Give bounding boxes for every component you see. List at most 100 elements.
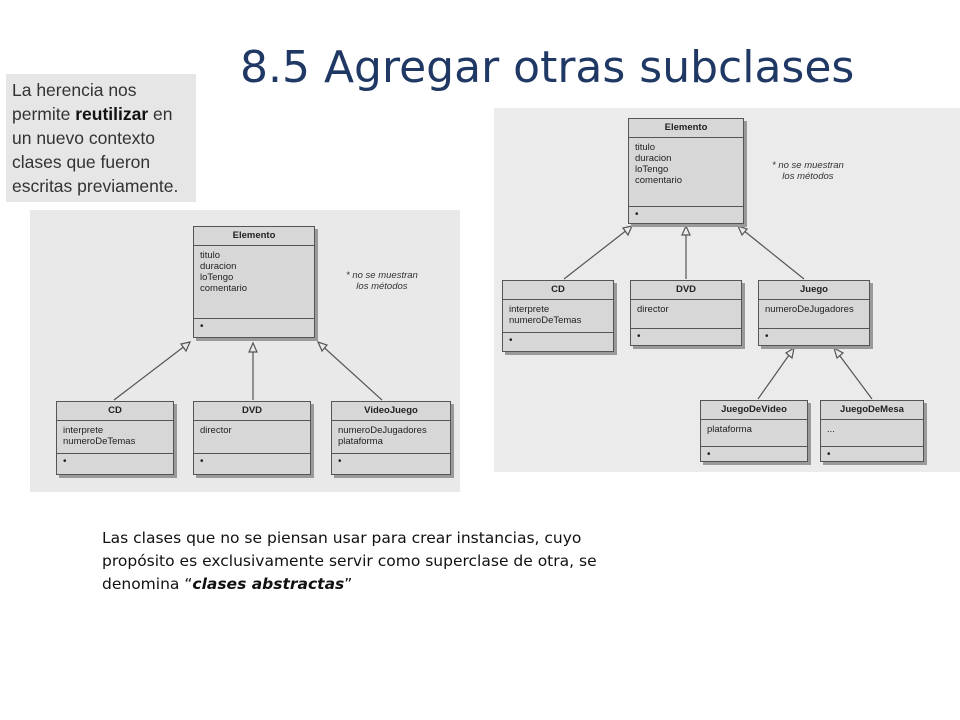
slide-title: 8.5 Agregar otras subclases (240, 42, 855, 93)
attr: comentario (200, 283, 247, 294)
class-attributes: numeroDeJugadores plataforma (332, 421, 450, 454)
attr: interprete (509, 304, 550, 315)
edge-videojuego-elemento (317, 341, 383, 401)
note-line-5: escritas previamente. (12, 176, 179, 196)
note-line-4: clases que fueron (12, 152, 151, 172)
attr: loTengo (200, 272, 234, 283)
attr: ... (827, 424, 835, 435)
attr: numeroDeJugadores (338, 425, 427, 436)
attr: numeroDeJugadores (765, 304, 854, 315)
class-dvd-left: DVD director • (193, 401, 311, 475)
note-methods-right: * no se muestran los métodos (772, 160, 844, 182)
class-juegodevideo-right: JuegoDeVideo plataforma • (700, 400, 808, 462)
arrowhead-juegodevideo (784, 346, 795, 360)
class-juegodemesa-right: JuegoDeMesa ... • (820, 400, 924, 462)
note-line-2-pre: permite (12, 104, 76, 124)
note-line-2-post: en (148, 104, 173, 124)
uml-diagram-left: Elemento titulo duracion loTengo comenta… (30, 210, 460, 492)
note-line: los métodos (356, 281, 408, 292)
class-elemento-left: Elemento titulo duracion loTengo comenta… (193, 226, 315, 338)
arrowhead-videojuego (316, 341, 329, 353)
class-videojuego-left: VideoJuego numeroDeJugadores plataforma … (331, 401, 451, 475)
class-attributes: titulo duracion loTengo comentario (194, 246, 314, 319)
class-dvd-right: DVD director • (630, 280, 742, 346)
edge-cd-elemento (113, 341, 191, 401)
class-attributes: interprete numeroDeTemas (503, 300, 613, 333)
class-attributes: titulo duracion loTengo comentario (629, 138, 743, 207)
class-name: JuegoDeVideo (701, 401, 807, 420)
attr: comentario (635, 175, 682, 186)
attr: titulo (635, 142, 656, 153)
note-line: * no se muestran (346, 270, 418, 281)
note-line: los métodos (782, 171, 834, 182)
class-name: Juego (759, 281, 869, 300)
class-methods: • (707, 449, 711, 460)
arrowhead-dvd (681, 224, 691, 236)
class-methods: • (827, 449, 831, 460)
uml-diagram-right: Elemento titulo duracion loTengo comenta… (494, 108, 960, 472)
attr: loTengo (635, 164, 669, 175)
class-methods: • (63, 456, 67, 467)
note-line: * no se muestran (772, 160, 844, 171)
paragraph-line-3: denomina “clases abstractas” (102, 573, 762, 596)
class-attributes: ... (821, 420, 923, 447)
class-name: DVD (194, 402, 310, 421)
note-line-2-bold: reutilizar (75, 104, 149, 124)
class-elemento-right: Elemento titulo duracion loTengo comenta… (628, 118, 744, 224)
note-line-1: La herencia nos (12, 80, 137, 100)
class-attributes: numeroDeJugadores (759, 300, 869, 329)
attr: duracion (635, 153, 672, 164)
note-line-2: permite reutilizar en (12, 104, 173, 125)
arrowhead-juegodemesa (833, 346, 845, 360)
class-methods: • (200, 321, 204, 332)
arrowhead-cd (179, 341, 192, 353)
abstract-classes-paragraph: Las clases que no se piensan usar para c… (102, 527, 762, 596)
class-name: DVD (631, 281, 741, 300)
attr: duracion (200, 261, 237, 272)
edge-juegodevideo-juego (757, 347, 795, 400)
attr: director (200, 425, 232, 436)
arrowhead-dvd (248, 341, 258, 353)
paragraph-line-3-post: ” (344, 575, 353, 593)
note-methods-left: * no se muestran los métodos (346, 270, 418, 292)
class-methods: • (200, 456, 204, 467)
inheritance-lines-left (113, 341, 383, 401)
attr: titulo (200, 250, 221, 261)
arrowhead-cd (621, 225, 634, 237)
edge-juegodemesa-juego (833, 347, 873, 400)
class-name: Elemento (629, 119, 743, 138)
class-name: VideoJuego (332, 402, 450, 421)
class-attributes: director (631, 300, 741, 329)
attr: plataforma (338, 436, 383, 447)
class-methods: • (637, 331, 641, 342)
attr: numeroDeTemas (63, 436, 136, 447)
paragraph-line-1: Las clases que no se piensan usar para c… (102, 529, 582, 547)
edge-cd-elemento (563, 225, 633, 280)
note-scan-image: La herencia nos permite reutilizar en un… (6, 74, 196, 202)
class-cd-right: CD interprete numeroDeTemas • (502, 280, 614, 352)
class-name: JuegoDeMesa (821, 401, 923, 420)
paragraph-line-3-pre: denomina “ (102, 575, 193, 593)
class-methods: • (509, 335, 513, 346)
attr: plataforma (707, 424, 752, 435)
attr: director (637, 304, 669, 315)
class-attributes: interprete numeroDeTemas (57, 421, 173, 454)
edge-juego-elemento (737, 225, 805, 280)
class-name: CD (57, 402, 173, 421)
class-methods: • (765, 331, 769, 342)
class-methods: • (338, 456, 342, 467)
class-name: Elemento (194, 227, 314, 246)
class-methods: • (635, 209, 639, 220)
arrowhead-juego (736, 225, 749, 237)
attr: numeroDeTemas (509, 315, 582, 326)
class-cd-left: CD interprete numeroDeTemas • (56, 401, 174, 475)
note-line-3: un nuevo contexto (12, 128, 156, 148)
attr: interprete (63, 425, 104, 436)
paragraph-line-2: propósito es exclusivamente servir como … (102, 552, 597, 570)
class-attributes: director (194, 421, 310, 454)
class-attributes: plataforma (701, 420, 807, 447)
abstract-classes-term: clases abstractas (192, 575, 345, 593)
class-juego-right: Juego numeroDeJugadores • (758, 280, 870, 346)
class-name: CD (503, 281, 613, 300)
inheritance-lines-right (563, 224, 873, 400)
